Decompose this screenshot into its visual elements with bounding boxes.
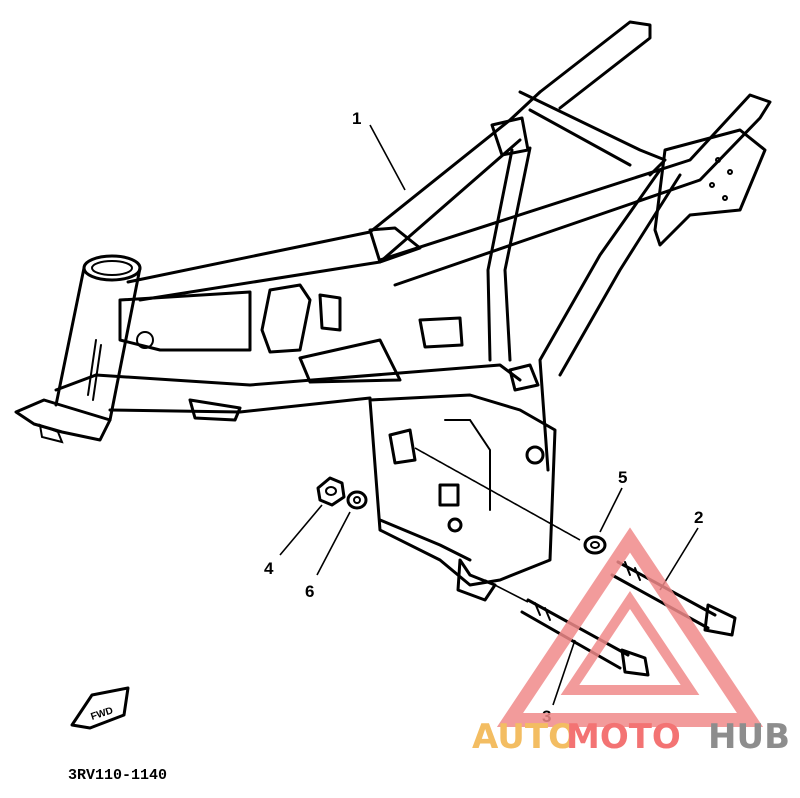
washer-5 [583, 535, 607, 555]
callout-2: 2 [694, 508, 703, 527]
leader-lines [279, 124, 699, 706]
watermark-triangle-icon [496, 527, 764, 727]
watermark-moto: MOTO [566, 717, 681, 757]
frame [14, 20, 772, 602]
callout-1: 1 [352, 109, 361, 128]
nut-4 [316, 476, 346, 507]
watermark-hub: HUB [708, 717, 790, 757]
callout-4: 4 [264, 559, 274, 578]
watermark-auto: AUTO [472, 717, 577, 757]
washer-6 [346, 490, 368, 510]
watermark-logo: AUTO MOTO HUB [472, 527, 790, 757]
diagram-code: 3RV110-1140 [68, 767, 167, 784]
fwd-arrow-icon: FWD [70, 686, 130, 730]
callout-6: 6 [305, 582, 314, 601]
bolt-3 [520, 598, 650, 677]
callout-5: 5 [618, 468, 627, 487]
